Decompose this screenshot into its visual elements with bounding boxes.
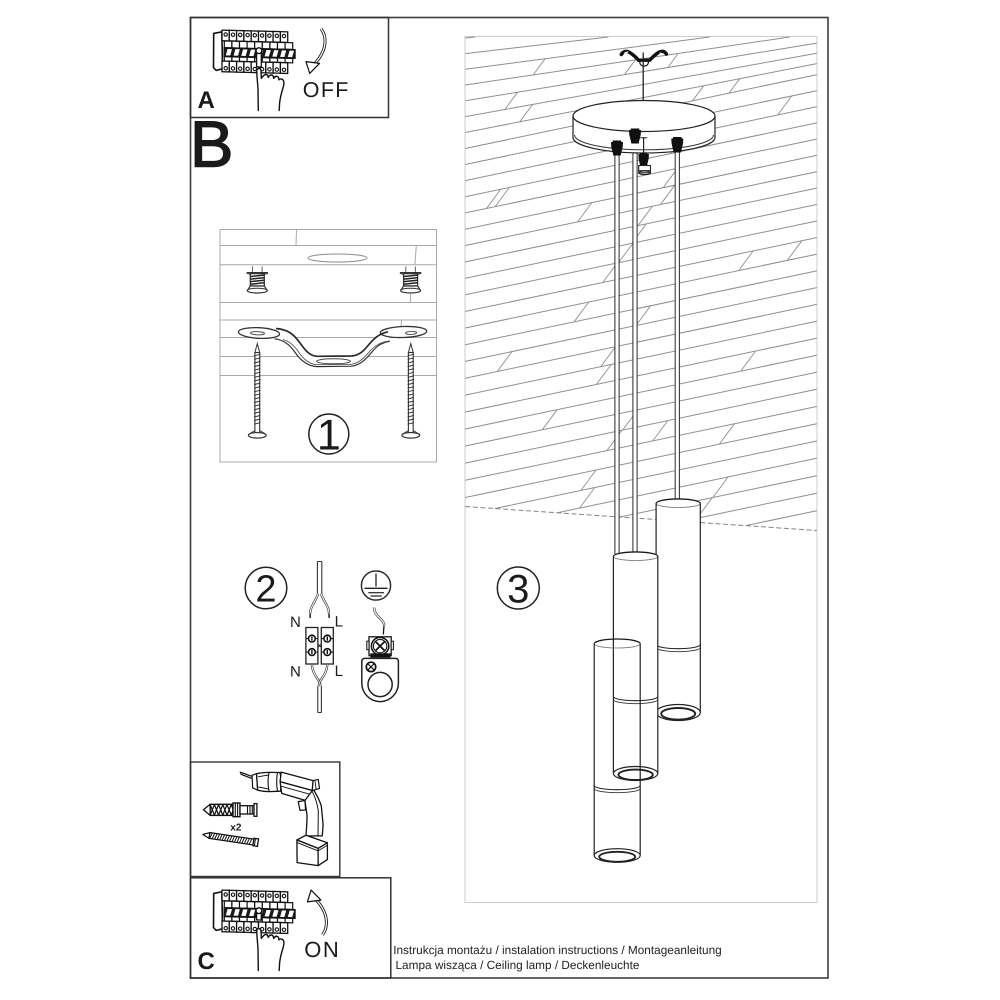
svg-text:A: A (198, 87, 215, 114)
svg-text:L: L (335, 663, 343, 680)
svg-text:B: B (190, 108, 233, 181)
svg-text:L: L (335, 613, 343, 630)
svg-text:1: 1 (317, 411, 341, 459)
svg-text:N: N (290, 614, 301, 631)
svg-text:Lampa wisząca / Ceiling lamp /: Lampa wisząca / Ceiling lamp / Deckenleu… (396, 958, 640, 972)
svg-text:3: 3 (507, 567, 529, 611)
svg-text:C: C (198, 948, 215, 975)
svg-text:x2: x2 (230, 822, 242, 833)
svg-text:OFF: OFF (303, 78, 350, 102)
svg-text:ON: ON (304, 937, 340, 962)
svg-text:2: 2 (255, 569, 276, 611)
svg-text:Instrukcja montażu / instalati: Instrukcja montażu / instalation instruc… (393, 943, 722, 957)
svg-text:N: N (290, 664, 301, 681)
